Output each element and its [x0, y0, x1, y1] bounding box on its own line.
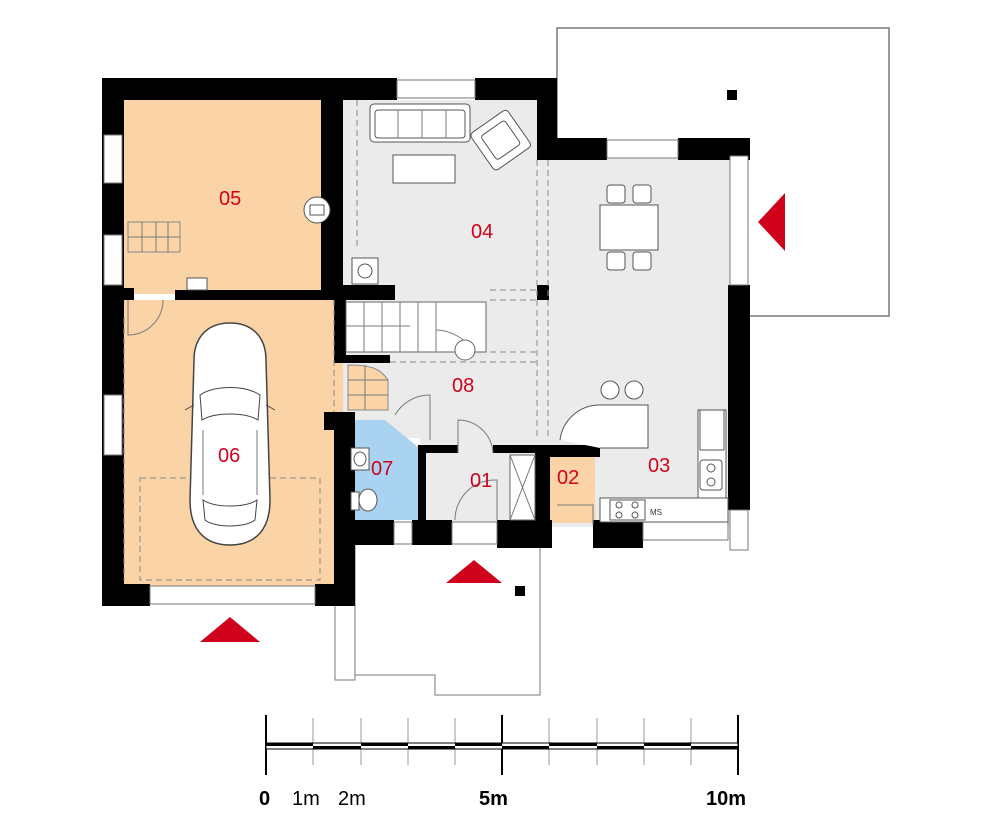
scale-label-5m: 5m: [479, 788, 508, 810]
room-labels: 01 02 03 04 05 06 07 08: [218, 188, 670, 492]
microwave-label: MS: [650, 508, 662, 517]
room-label-07: 07: [371, 458, 393, 480]
stove-icon: [609, 499, 646, 521]
entrance-markers: [200, 193, 785, 642]
boiler-icon: [303, 196, 331, 224]
doors: [127, 299, 594, 525]
room-label-03: 03: [648, 455, 670, 477]
stairs-nook: [347, 364, 389, 411]
room-label-02: 02: [557, 467, 579, 489]
room-label-01: 01: [470, 470, 492, 492]
stairs-main: [345, 301, 487, 361]
svg-text:MS: MS: [650, 508, 662, 517]
toilet-icon: [350, 488, 378, 512]
terrace-bottom: [334, 545, 541, 696]
sink-icon: [186, 257, 379, 471]
scale-bar: 0 1m 2m 5m 10m: [259, 715, 746, 810]
entrance-arrow-icon: [758, 193, 785, 251]
room-label-08: 08: [452, 375, 474, 397]
entrance-arrow-icon: [446, 560, 502, 583]
scale-label-1m: 1m: [292, 788, 320, 810]
room-label-05: 05: [219, 188, 241, 210]
room-label-06: 06: [218, 445, 240, 467]
fridge-icon: [699, 409, 725, 451]
car-icon: [184, 322, 276, 546]
sofa-icon: [369, 103, 471, 184]
room-label-04: 04: [471, 221, 493, 243]
kitchen-island-icon: [559, 380, 649, 449]
walls: [102, 78, 750, 606]
entrance-arrow-icon: [200, 617, 260, 642]
dining-table-icon: [599, 184, 659, 271]
scale-label-2m: 2m: [338, 788, 366, 810]
scale-label-0: 0: [259, 788, 270, 810]
armchair-icon: [470, 109, 531, 171]
stairs-garage: [127, 221, 181, 253]
scale-label-10m: 10m: [706, 788, 746, 810]
windows: [103, 79, 749, 605]
